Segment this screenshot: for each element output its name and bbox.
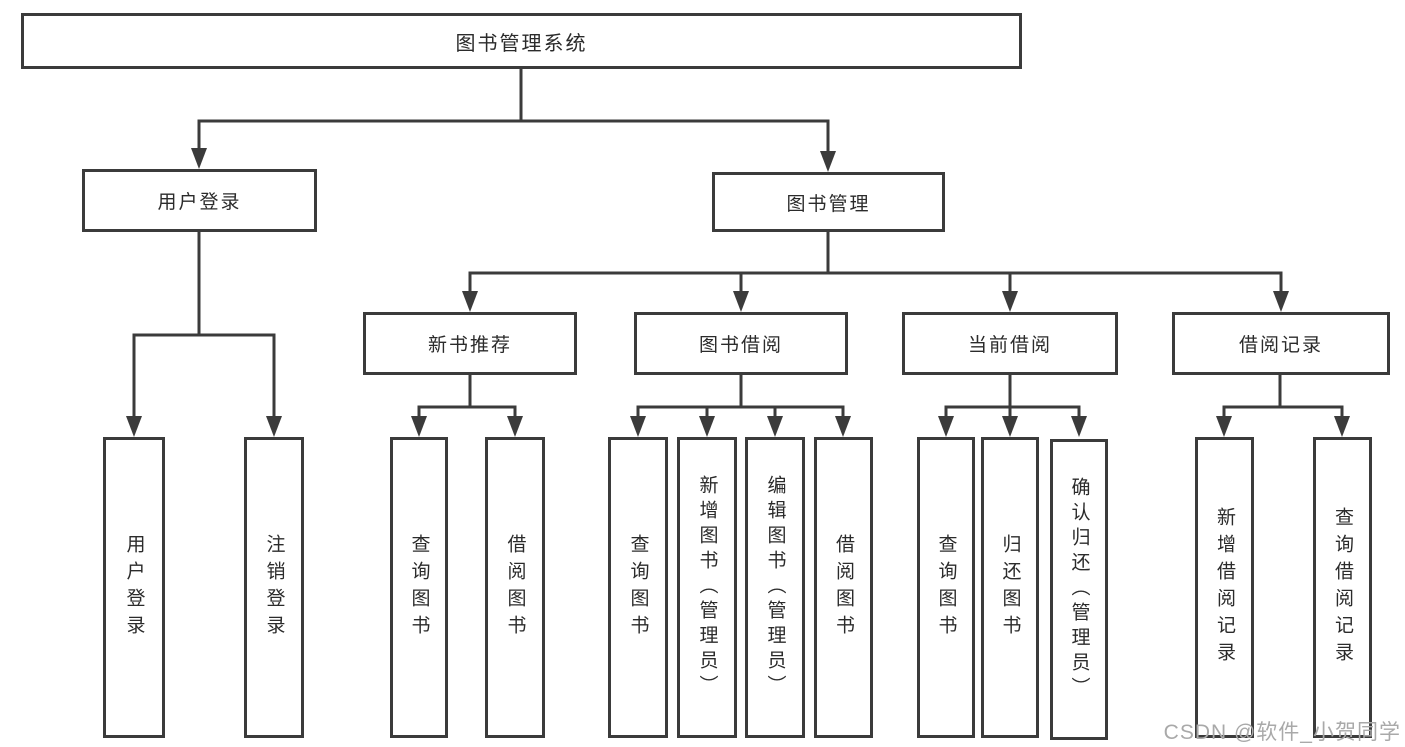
node-logout-action: 注销登录 — [244, 437, 304, 738]
node-label: 借阅图书 — [504, 533, 526, 642]
node-return-books: 归还图书 — [981, 437, 1039, 738]
node-label: 图书借阅 — [698, 335, 783, 356]
arrowhead-icon — [835, 416, 851, 437]
node-book-management: 图书管理 — [712, 172, 945, 232]
node-label: 确认归还（管理员） — [1068, 477, 1090, 702]
arrowhead-icon — [507, 416, 523, 437]
node-borrow-books-recommend: 借阅图书 — [485, 437, 545, 738]
arrowhead-icon — [767, 416, 783, 437]
node-query-books-current: 查询图书 — [917, 437, 975, 738]
arrowhead-icon — [411, 416, 427, 437]
connector-borrowing-to-leaves — [636, 375, 845, 418]
arrowhead-icon — [630, 416, 646, 437]
node-confirm-return-admin: 确认归还（管理员） — [1050, 439, 1108, 740]
node-label: 借阅记录 — [1238, 335, 1323, 356]
node-label: 编辑图书（管理员） — [764, 475, 786, 700]
arrowhead-icon — [699, 416, 715, 437]
arrowhead-icon — [266, 416, 282, 437]
arrowhead-icon — [1002, 291, 1018, 312]
node-current-borrowing: 当前借阅 — [902, 312, 1118, 375]
node-label: 借阅图书 — [833, 533, 854, 642]
arrowhead-icon — [938, 416, 954, 437]
connector-recommend-to-leaves — [417, 375, 517, 418]
arrowhead-icon — [1002, 416, 1018, 437]
node-label: 图书管理系统 — [455, 32, 588, 55]
node-label: 用户登录 — [123, 533, 145, 642]
arrowhead-icon — [1216, 416, 1232, 437]
node-label: 用户登录 — [157, 192, 242, 213]
arrowhead-icon — [733, 291, 749, 312]
arrowhead-icons — [126, 148, 1350, 437]
node-label: 查询图书 — [408, 533, 430, 642]
node-label: 当前借阅 — [967, 335, 1052, 356]
node-label: 新增图书（管理员） — [696, 475, 718, 700]
node-user-login: 用户登录 — [82, 169, 317, 232]
arrowhead-icon — [820, 151, 836, 172]
node-query-books-borrowing: 查询图书 — [608, 437, 668, 738]
node-query-borrowing-record: 查询借阅记录 — [1313, 437, 1372, 738]
connector-bookmgmt-to-level3 — [468, 232, 1283, 293]
arrowhead-icon — [191, 148, 207, 169]
node-label: 新书推荐 — [427, 335, 512, 356]
node-book-borrowing: 图书借阅 — [634, 312, 848, 375]
node-add-borrowing-record: 新增借阅记录 — [1195, 437, 1254, 738]
node-label: 查询图书 — [627, 533, 649, 642]
node-label: 图书管理 — [786, 193, 871, 215]
node-label: 注销登录 — [263, 533, 285, 642]
node-edit-books-admin: 编辑图书（管理员） — [745, 437, 805, 738]
csdn-watermark: CSDN @软件_小贺同学 — [1163, 721, 1401, 744]
arrowhead-icon — [462, 291, 478, 312]
connector-root-to-level2 — [197, 69, 830, 153]
node-new-book-recommendation: 新书推荐 — [363, 312, 577, 375]
node-borrowing-records: 借阅记录 — [1172, 312, 1390, 375]
node-add-books-admin: 新增图书（管理员） — [677, 437, 737, 738]
node-user-login-action: 用户登录 — [103, 437, 165, 738]
node-library-management-system: 图书管理系统 — [21, 13, 1022, 69]
arrowhead-icon — [1071, 416, 1087, 437]
node-label: 新增借阅记录 — [1214, 506, 1235, 669]
node-label: 查询图书 — [935, 533, 957, 642]
arrowhead-icon — [1334, 416, 1350, 437]
connector-records-to-leaves — [1222, 375, 1344, 418]
node-query-books-recommend: 查询图书 — [390, 437, 448, 738]
node-label: 归还图书 — [999, 533, 1021, 642]
arrowhead-icon — [1273, 291, 1289, 312]
connector-current-to-leaves — [944, 375, 1081, 418]
node-borrow-books-borrowing: 借阅图书 — [814, 437, 873, 738]
node-label: 查询借阅记录 — [1332, 506, 1353, 669]
connector-userlogin-to-leaves — [132, 232, 276, 418]
arrowhead-icon — [126, 416, 142, 437]
